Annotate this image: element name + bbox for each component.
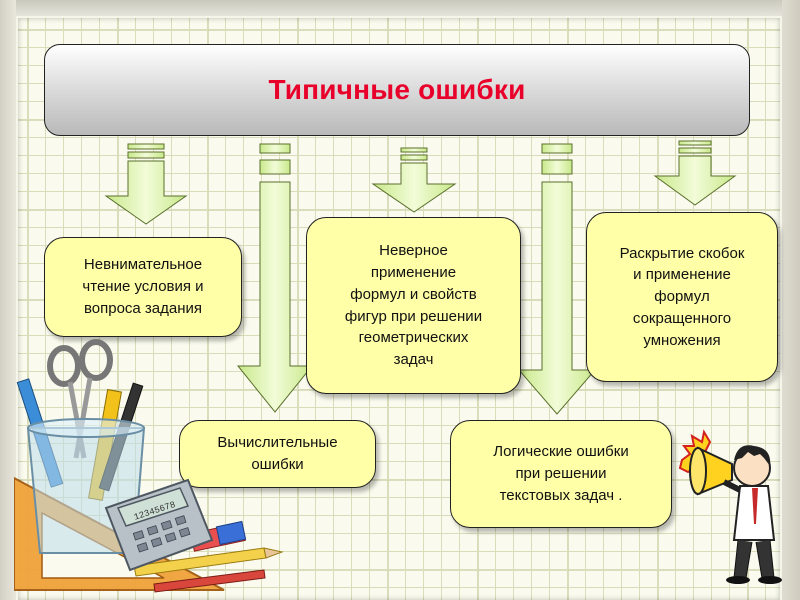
frame-left bbox=[0, 0, 16, 600]
error-box-label: Вычислительные ошибки bbox=[217, 434, 338, 473]
error-box-label: Неверное применение формул и свойств фиг… bbox=[344, 242, 483, 368]
error-box-logical: Логические ошибки при решении текстовых … bbox=[450, 420, 672, 528]
error-box-inattentive-reading: Невнимательное чтение условия и вопроса … bbox=[44, 237, 242, 337]
title-bar: Типичные ошибки bbox=[44, 44, 750, 136]
error-box-geometry-formulas: Неверное применение формул и свойств фиг… bbox=[306, 217, 521, 394]
error-box-brackets-formulas: Раскрытие скобок и применение формул сок… bbox=[586, 212, 778, 382]
error-box-label: Раскрытие скобок и применение формул сок… bbox=[619, 244, 745, 349]
calculator-icon: 12345678 bbox=[104, 478, 214, 572]
frame-right bbox=[782, 0, 800, 600]
man-with-megaphone-icon bbox=[678, 429, 782, 584]
page-title: Типичные ошибки bbox=[268, 74, 526, 105]
error-box-label: Невнимательное чтение условия и вопроса … bbox=[82, 256, 204, 317]
error-box-label: Логические ошибки при решении текстовых … bbox=[493, 443, 629, 504]
error-box-computational: Вычислительные ошибки bbox=[179, 420, 376, 488]
frame-top bbox=[0, 0, 800, 16]
